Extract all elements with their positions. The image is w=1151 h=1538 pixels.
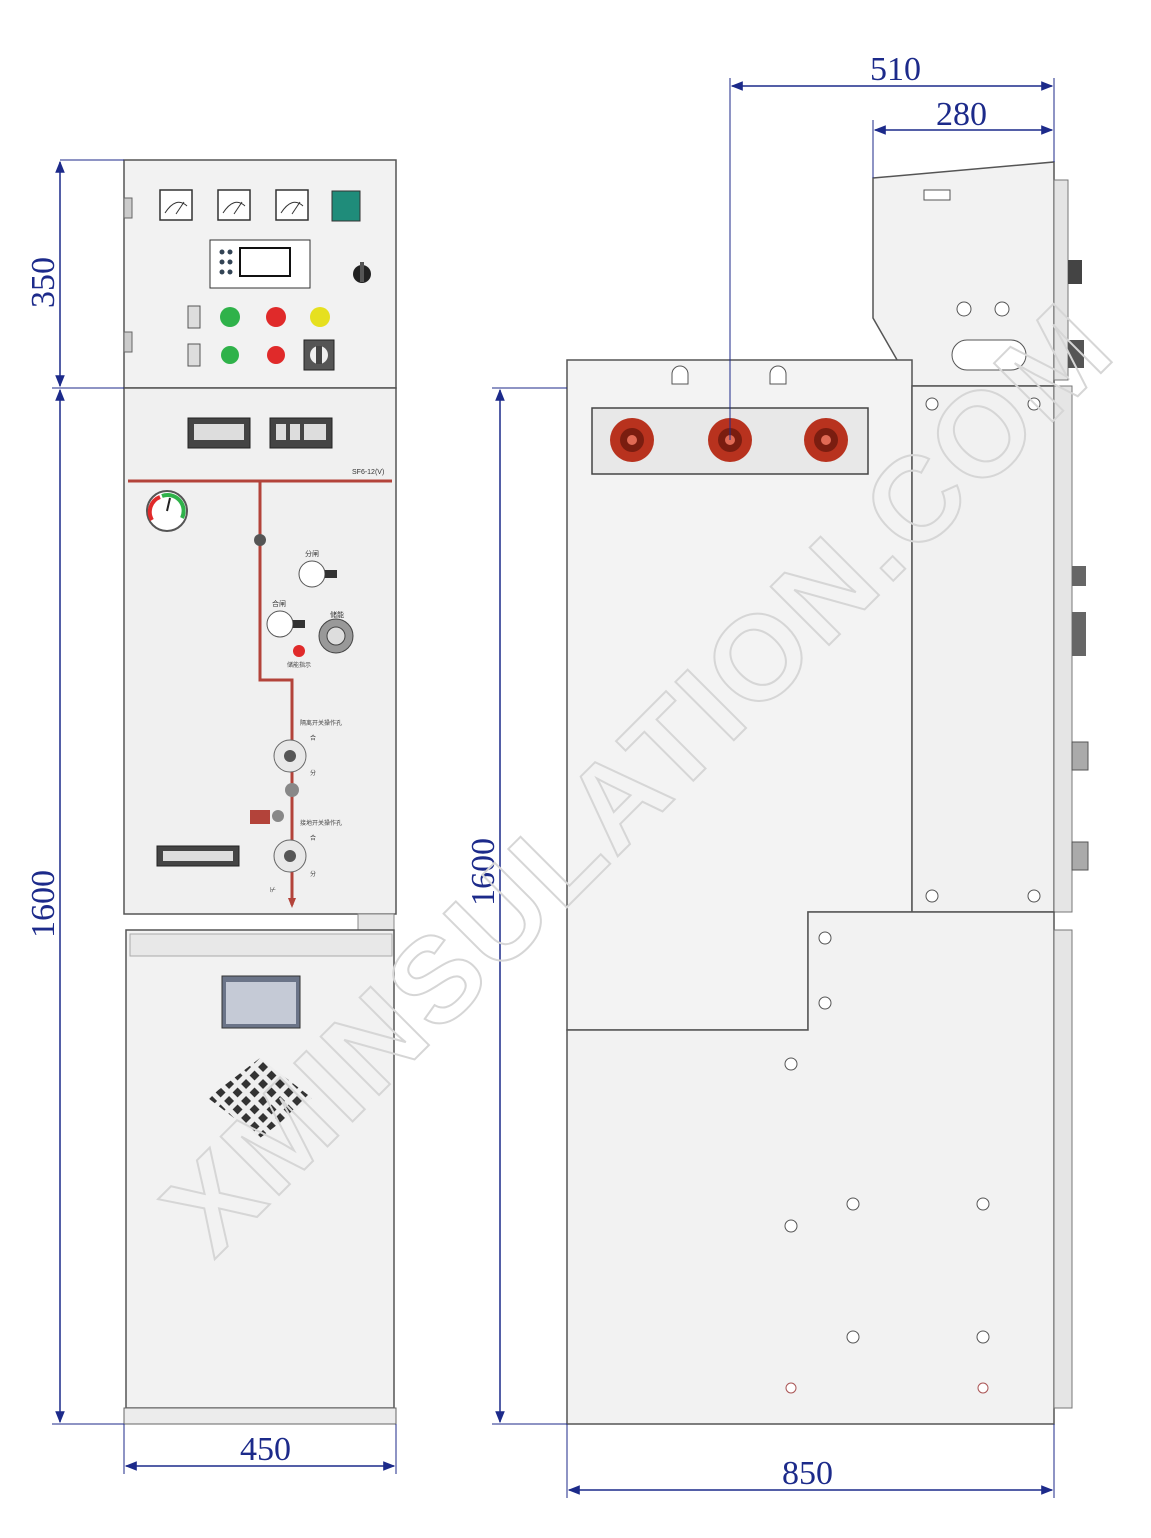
side-handle-slot: [951, 339, 1027, 371]
rating-nameplate: [221, 975, 301, 1029]
nameplate-strip-window: [163, 851, 233, 861]
side-bolt: [846, 1330, 860, 1344]
breaker-symbol: [254, 534, 266, 546]
indicator-lamp-red: [266, 307, 286, 327]
local-remote-switch[interactable]: [303, 339, 335, 371]
side-bolt: [925, 889, 939, 903]
side-lower-edge: [1053, 929, 1073, 1409]
earthing-hole-label: 接地开关操作孔: [300, 819, 342, 827]
earthing-node: [272, 810, 284, 822]
indicator-lamp-green: [220, 307, 240, 327]
side-mechanism-panel: [911, 385, 1055, 913]
side-front-edge: [1053, 385, 1073, 913]
indicator-lamp-yellow: [310, 307, 330, 327]
side-bolt: [976, 1330, 990, 1344]
side-bolt: [785, 1382, 797, 1394]
side-bolt: [1027, 889, 1041, 903]
protection-relay: [209, 239, 311, 289]
isolator-symbol: [285, 783, 299, 797]
hinge: [123, 197, 133, 219]
dim-side-top: 510: [870, 51, 921, 88]
dim-front-width: 450: [240, 1431, 291, 1468]
isolator-operating-hole[interactable]: [273, 739, 307, 773]
dim-side-top-box: 280: [936, 96, 987, 133]
side-bolt: [976, 1197, 990, 1211]
lifting-slot: [671, 365, 689, 385]
isolator-hole-label: 隔离开关操作孔: [300, 719, 342, 727]
side-bolt: [925, 397, 939, 411]
display-device: [331, 190, 361, 222]
side-bolt: [956, 301, 972, 317]
earthing-symbol: [250, 810, 270, 824]
energy-storage-label: 储能: [330, 610, 344, 619]
cable-bushing: [804, 418, 848, 462]
meter: [217, 189, 251, 221]
open-pushbutton-lock: [325, 570, 337, 578]
close-label: 合闸: [272, 599, 286, 608]
base-plinth: [123, 1407, 397, 1425]
side-bolt: [818, 931, 832, 945]
side-fitting: [1072, 566, 1086, 586]
side-fitting: [1071, 741, 1089, 771]
side-fitting: [1071, 841, 1089, 871]
energy-indicator-lamp: [293, 645, 305, 657]
open-button[interactable]: [267, 346, 285, 364]
side-fitting: [1068, 260, 1082, 284]
lifting-slot: [769, 365, 787, 385]
counter-panel: [269, 417, 333, 449]
isolator-close-label: 合: [310, 734, 316, 742]
selector-knob[interactable]: [353, 262, 371, 283]
ventilation-grille: [208, 1058, 312, 1138]
side-bolt: [1027, 397, 1041, 411]
earthing-open-label: 分: [310, 870, 316, 878]
dim-side-height: 1600: [465, 838, 502, 906]
open-pushbutton[interactable]: [298, 560, 326, 588]
side-bolt: [994, 301, 1010, 317]
compartment-seam: [357, 913, 395, 931]
sf6-pressure-gauge: [146, 490, 188, 532]
close-pushbutton[interactable]: [266, 610, 294, 638]
energy-storage-socket[interactable]: [318, 618, 354, 654]
model-label: SF6-12(V): [352, 469, 384, 476]
side-bolt: [784, 1219, 798, 1233]
switch-handle[interactable]: [187, 305, 201, 329]
front-dimensions: 350 1600 450: [25, 159, 397, 1474]
mimic-arrow: [288, 898, 296, 908]
dim-front-lower: 1600: [25, 870, 62, 938]
close-button[interactable]: [221, 346, 239, 364]
isolator-open-label: 分: [310, 769, 316, 777]
live-indicator: [187, 417, 251, 449]
earthing-operating-hole[interactable]: [273, 839, 307, 873]
side-view: [566, 161, 1089, 1425]
cable-symbol: ⊬: [270, 886, 276, 894]
dim-front-upper: 350: [25, 257, 62, 308]
side-bolt: [977, 1382, 989, 1394]
close-pushbutton-lock: [293, 620, 305, 628]
meter: [275, 189, 309, 221]
front-view: SF6-12(V) 分闸 合闸 储能 储能指示 隔离开关操作孔 合: [123, 159, 397, 1425]
cable-bushing: [610, 418, 654, 462]
side-fitting: [1072, 612, 1086, 656]
hinge: [123, 331, 133, 353]
switch-handle[interactable]: [187, 343, 201, 367]
side-bolt: [818, 996, 832, 1010]
side-bolt: [784, 1057, 798, 1071]
dim-side-depth: 850: [782, 1455, 833, 1492]
energy-indicator-label: 储能指示: [287, 661, 311, 669]
meter: [159, 189, 193, 221]
side-dimensions: 510 280 1600 850: [465, 51, 1055, 1498]
side-bolt: [846, 1197, 860, 1211]
side-label-slot: [923, 189, 951, 201]
earthing-close-label: 合: [310, 834, 316, 842]
side-fitting: [1068, 340, 1084, 368]
cable-compartment-handle[interactable]: [129, 933, 393, 957]
open-label: 分闸: [305, 549, 319, 558]
